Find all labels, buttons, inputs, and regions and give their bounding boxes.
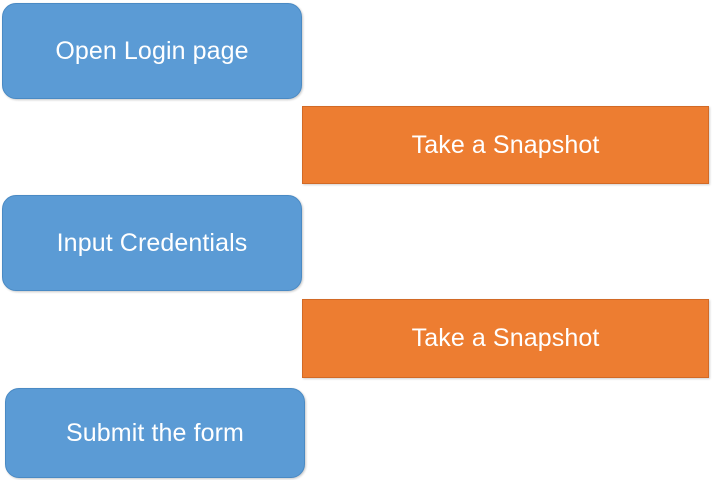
node-open-login-page[interactable]: Open Login page — [2, 3, 302, 99]
node-snapshot-2[interactable]: Take a Snapshot — [302, 299, 709, 378]
node-submit-the-form[interactable]: Submit the form — [5, 388, 305, 478]
node-label: Take a Snapshot — [411, 130, 600, 159]
node-label: Open Login page — [55, 36, 249, 65]
node-label: Take a Snapshot — [411, 324, 600, 353]
node-snapshot-1[interactable]: Take a Snapshot — [302, 106, 709, 184]
node-input-credentials[interactable]: Input Credentials — [2, 195, 302, 291]
node-label: Submit the form — [66, 418, 244, 447]
node-label: Input Credentials — [56, 228, 248, 257]
